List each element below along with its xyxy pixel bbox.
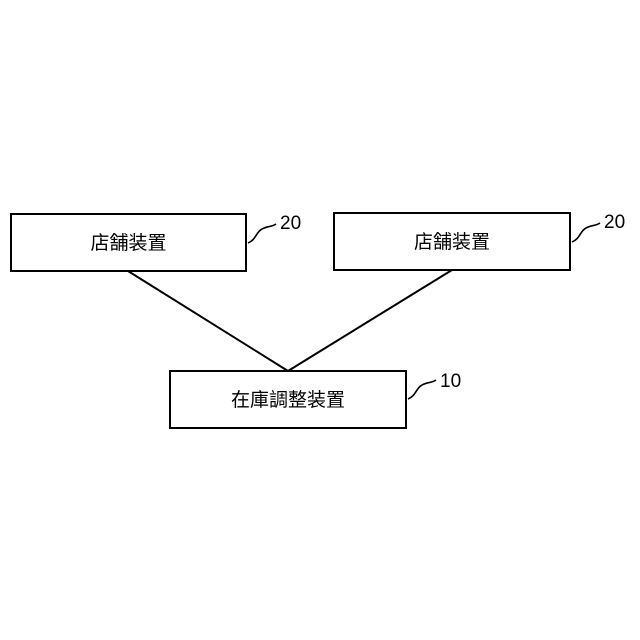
store-device-label-left: 店舗装置	[90, 232, 166, 254]
store-device-node-left: 店舗装置 20	[11, 213, 301, 271]
store-device-node-right: 店舗装置 20	[334, 212, 625, 270]
inventory-adjustment-node: 在庫調整装置 10	[170, 371, 461, 428]
ref-leader-inventory	[408, 380, 436, 399]
ref-numeral-left: 20	[280, 213, 301, 234]
connector-right	[288, 270, 452, 371]
connector-left	[128, 271, 288, 371]
ref-numeral-inventory: 10	[440, 371, 461, 392]
ref-leader-left	[248, 224, 276, 243]
store-device-label-right: 店舗装置	[414, 231, 490, 253]
ref-numeral-right: 20	[604, 212, 625, 233]
inventory-adjustment-label: 在庫調整装置	[231, 389, 345, 411]
ref-leader-right	[572, 223, 600, 242]
